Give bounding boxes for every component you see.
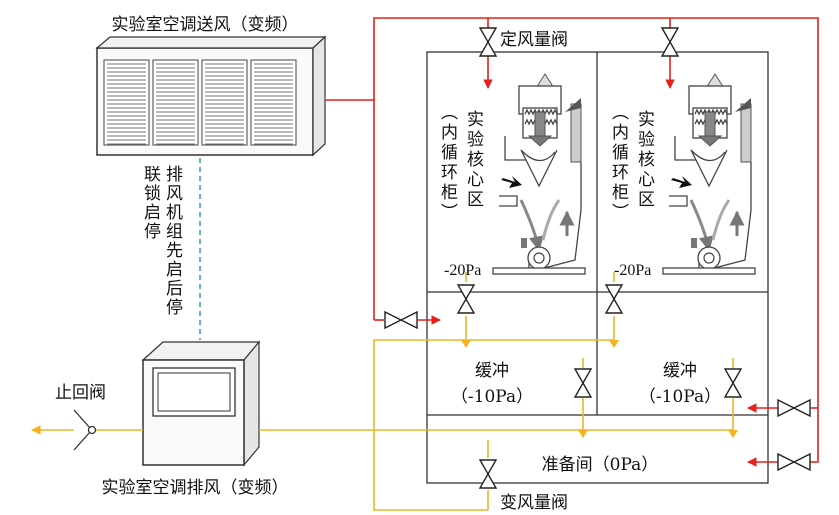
supply-grille-1 (103, 59, 150, 146)
core-left-label: 实验核心区 (467, 110, 484, 210)
internal-circulation-cabinet-left (492, 73, 586, 275)
supply-valve-buffer-right-icon (777, 398, 811, 418)
room-outlines (426, 51, 769, 484)
cav-label: 定风量阀 (500, 30, 568, 50)
check-valve-icon (73, 409, 97, 451)
exhaust-first-label: 排风机组先启后停 (166, 165, 183, 318)
buffer-right-pressure: （-10Pa） (639, 387, 721, 407)
internal-circulation-cabinet-right (662, 73, 756, 275)
buffer-right-label: 缓冲 (663, 361, 697, 381)
pressure-core-right: -20Pa (614, 262, 651, 279)
supply-grille-4 (250, 59, 297, 146)
exhaust-arrow-heads (461, 340, 738, 438)
prep-room-label: 准备间（0Pa） (542, 455, 659, 475)
supply-air-unit (95, 35, 327, 157)
supply-grille-slats (107, 63, 293, 145)
exhaust-valve-buffer-right-icon (723, 368, 743, 398)
cav-valve-right-icon (660, 27, 680, 57)
exhaust-valve-core-right-icon (604, 284, 624, 314)
check-valve-label: 止回阀 (55, 383, 106, 403)
supply-valve-buffer-icon (384, 310, 418, 330)
supply-grille-3 (201, 59, 248, 146)
core-right-label: 实验核心区 (638, 110, 655, 210)
cabinet-left-label: ︵内循环柜︶ (441, 103, 458, 223)
exhaust-unit-label: 实验室空调排风（变频） (102, 478, 289, 498)
exhaust-air-lines (31, 272, 734, 511)
interlock-label: 联锁启停 (144, 165, 161, 242)
supply-air-lines (325, 17, 819, 467)
buffer-left-pressure: （-10Pa） (451, 387, 533, 407)
supply-grille-2 (152, 59, 199, 146)
supply-unit-label: 实验室空调送风（变频） (112, 15, 299, 35)
vav-label: 变风量阀 (500, 493, 568, 513)
exhaust-air-unit (141, 340, 261, 467)
cav-valve-left-icon (478, 27, 498, 57)
exhaust-valve-core-left-icon (456, 284, 476, 314)
vav-valve-icon (478, 459, 498, 489)
supply-valve-prep-icon (777, 452, 811, 472)
cabinet-right-label: ︵内循环柜︶ (612, 103, 629, 223)
pressure-core-left: -20Pa (444, 262, 481, 279)
exhaust-valve-buffer-left-icon (573, 368, 593, 398)
buffer-left-label: 缓冲 (475, 361, 509, 381)
